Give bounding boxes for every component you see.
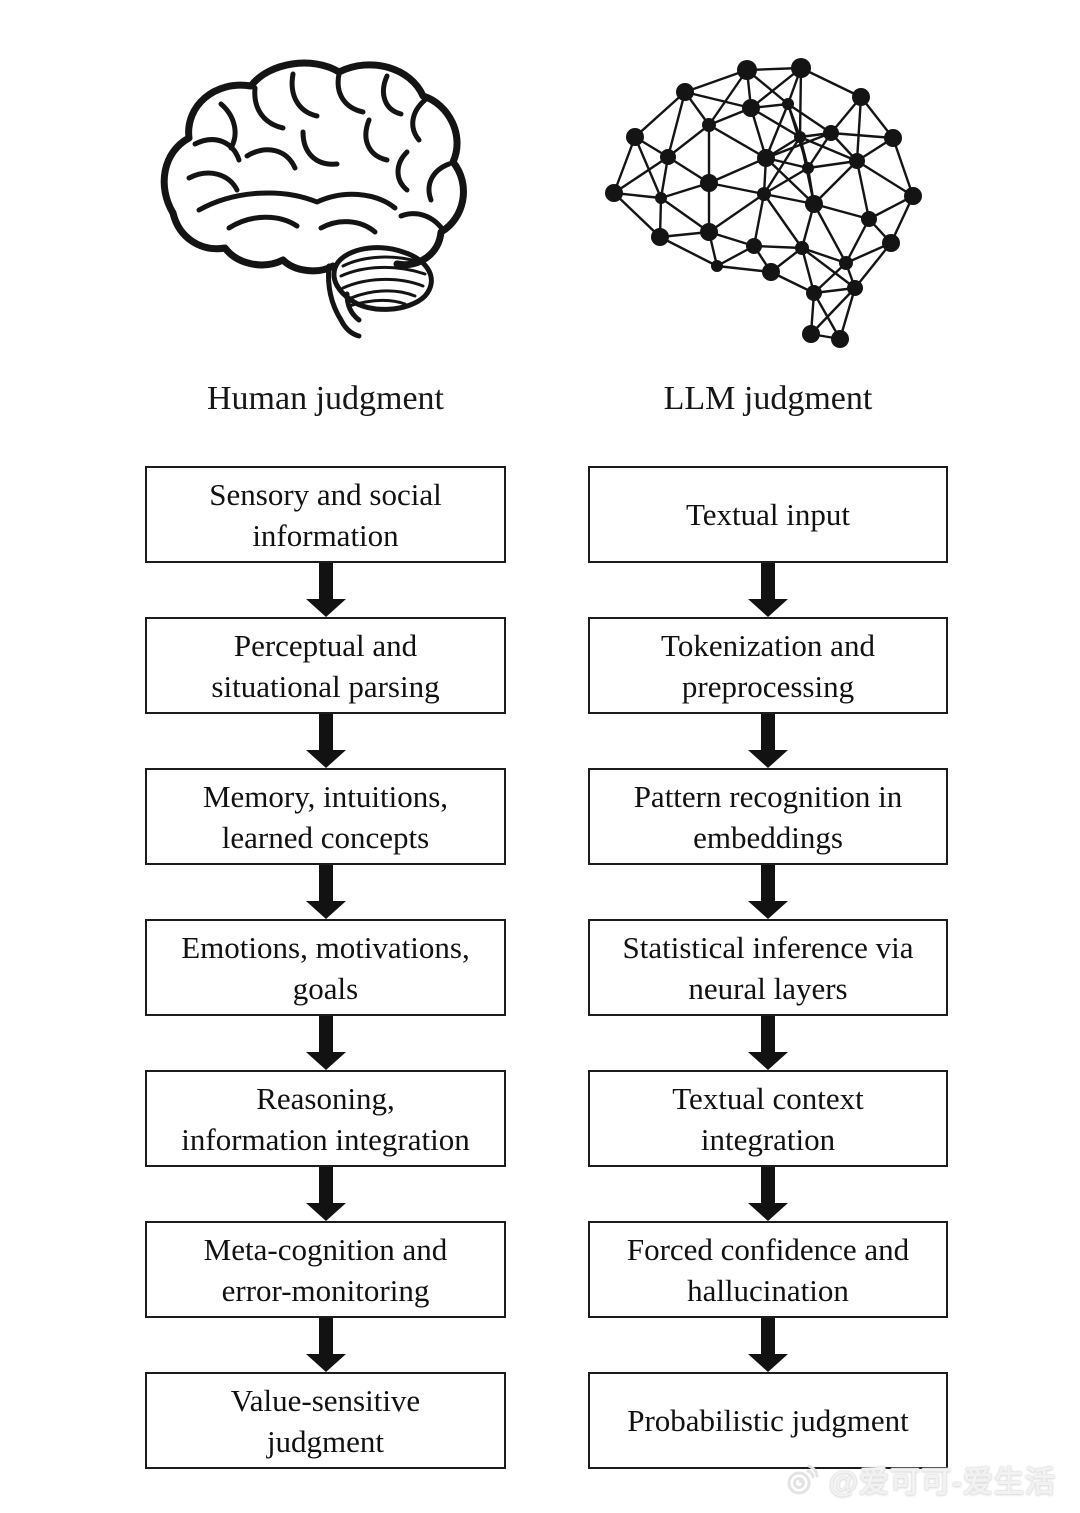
down-arrow-icon xyxy=(305,714,346,768)
watermark-text: @爱可可-爱生活 xyxy=(828,1466,1056,1499)
step-label: Textual input xyxy=(686,497,850,532)
human-step-6: Meta-cognition and error-monitoring xyxy=(145,1221,506,1318)
llm-step-7: Probabilistic judgment xyxy=(588,1372,948,1469)
down-arrow-icon xyxy=(305,1167,346,1221)
human-step-5: Reasoning, information integration xyxy=(145,1070,506,1167)
watermark: @爱可可-爱生活 xyxy=(784,1457,1056,1501)
down-arrow-icon xyxy=(305,865,346,919)
llm-step-6: Forced confidence and hallucination xyxy=(588,1221,948,1318)
down-arrow-icon xyxy=(305,1318,346,1372)
llm-step-5: Textual context integration xyxy=(588,1070,948,1167)
step-label: Emotions, motivations, goals xyxy=(181,929,470,1006)
human-column-title: Human judgment xyxy=(206,380,445,417)
human-judgment-flow: Sensory and social information Perceptua… xyxy=(145,466,506,1469)
down-arrow-icon xyxy=(748,1016,788,1070)
step-label: Probabilistic judgment xyxy=(627,1403,909,1438)
step-label: Memory, intuitions, learned concepts xyxy=(202,778,449,855)
step-label: Textual context integration xyxy=(672,1080,864,1157)
step-label: Forced confidence and hallucination xyxy=(626,1231,910,1308)
down-arrow-icon xyxy=(748,714,788,768)
down-arrow-icon xyxy=(305,1016,346,1070)
step-label: Tokenization and preprocessing xyxy=(661,627,875,704)
llm-step-1: Textual input xyxy=(588,466,948,563)
human-step-7: Value-sensitive judgment xyxy=(145,1372,506,1469)
step-label: Meta-cognition and error-monitoring xyxy=(203,1231,448,1308)
human-brain-illustration xyxy=(160,59,467,339)
step-label: Value-sensitive judgment xyxy=(230,1382,421,1459)
down-arrow-icon xyxy=(748,1318,788,1372)
step-label: Reasoning, information integration xyxy=(181,1080,470,1157)
step-label: Statistical inference via neural layers xyxy=(622,929,914,1006)
step-label: Sensory and social information xyxy=(209,476,442,553)
step-label: Perceptual and situational parsing xyxy=(211,627,440,704)
down-arrow-icon xyxy=(748,1167,788,1221)
step-label: Pattern recognition in embeddings xyxy=(633,778,903,855)
weibo-icon xyxy=(787,1464,819,1495)
human-step-3: Memory, intuitions, learned concepts xyxy=(145,768,506,865)
down-arrow-icon xyxy=(748,865,788,919)
llm-step-2: Tokenization and preprocessing xyxy=(588,617,948,714)
human-step-2: Perceptual and situational parsing xyxy=(145,617,506,714)
llm-step-4: Statistical inference via neural layers xyxy=(588,919,948,1016)
human-step-4: Emotions, motivations, goals xyxy=(145,919,506,1016)
llm-column-title: LLM judgment xyxy=(663,380,873,417)
down-arrow-icon xyxy=(748,563,788,617)
llm-judgment-flow: Textual input Tokenization and preproces… xyxy=(588,466,948,1469)
llm-step-3: Pattern recognition in embeddings xyxy=(588,768,948,865)
human-step-1: Sensory and social information xyxy=(145,466,506,563)
down-arrow-icon xyxy=(305,563,346,617)
network-brain-illustration xyxy=(605,58,922,348)
